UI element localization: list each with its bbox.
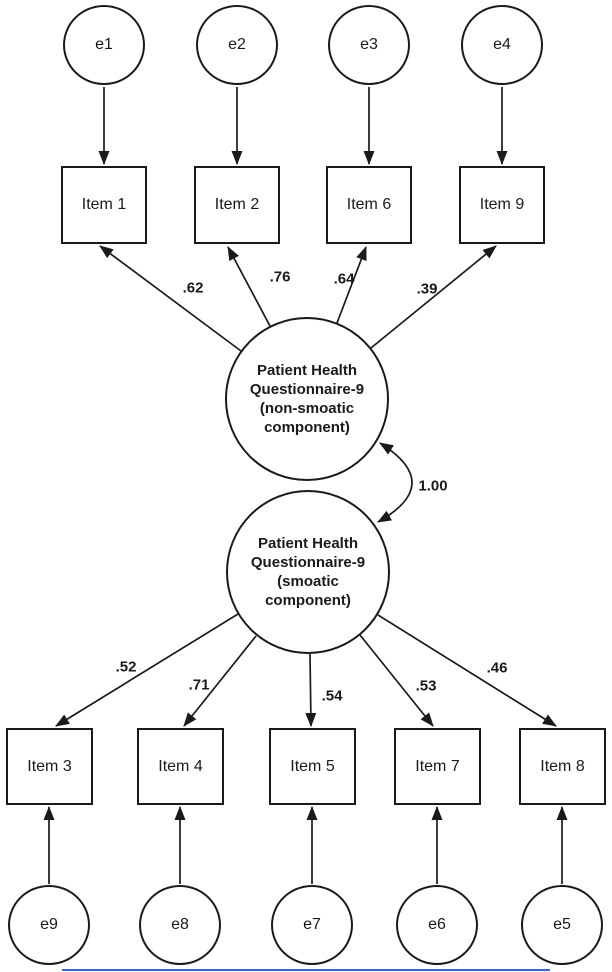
item-box-4: Item 4 bbox=[137, 728, 224, 805]
bottom-accent-rule bbox=[62, 969, 550, 971]
error-label: e5 bbox=[553, 916, 571, 933]
loading-value: .46 bbox=[486, 659, 508, 677]
item-label: Item 7 bbox=[415, 757, 460, 775]
item-box-3: Item 3 bbox=[6, 728, 93, 805]
item-label: Item 9 bbox=[479, 196, 525, 213]
item-label: Item 1 bbox=[81, 196, 127, 213]
error-circle-e8: e8 bbox=[139, 885, 221, 965]
item-box-6: Item 6 bbox=[326, 166, 412, 244]
item-label: Item 2 bbox=[214, 196, 260, 213]
loading-value: .39 bbox=[416, 280, 438, 298]
error-label: e2 bbox=[228, 36, 246, 53]
item-label: Item 6 bbox=[346, 196, 392, 213]
arrow-f1-item1 bbox=[99, 245, 242, 352]
arrow-f1-item6 bbox=[336, 246, 367, 324]
arrow-f2-item7 bbox=[359, 634, 434, 727]
error-circle-e5: e5 bbox=[521, 885, 603, 965]
loading-value: .54 bbox=[321, 687, 343, 705]
item-label: Item 5 bbox=[290, 757, 335, 775]
factor-circle-somatic: Patient Health Questionnaire-9 (smoatic … bbox=[226, 490, 390, 654]
loading-value: .71 bbox=[188, 676, 210, 694]
arrow-f2-item4 bbox=[183, 635, 257, 727]
covariance-arrow bbox=[377, 442, 413, 523]
error-label: e3 bbox=[360, 36, 378, 53]
item-box-8: Item 8 bbox=[519, 728, 606, 805]
error-circle-e9: e9 bbox=[8, 885, 90, 965]
error-label: e8 bbox=[171, 916, 189, 933]
error-label: e1 bbox=[95, 36, 113, 53]
loading-value: .62 bbox=[182, 279, 204, 297]
factor-label-line: Questionnaire-9 bbox=[250, 554, 366, 571]
arrow-f1-item2 bbox=[227, 246, 271, 327]
error-circle-e4: e4 bbox=[461, 5, 543, 85]
factor-label-line: component) bbox=[264, 419, 350, 436]
error-circle-e2: e2 bbox=[196, 5, 278, 85]
factor-label-line: component) bbox=[265, 592, 351, 609]
error-circle-e7: e7 bbox=[271, 885, 353, 965]
item-box-2: Item 2 bbox=[194, 166, 280, 244]
factor-circle-nonsomatic: Patient Health Questionnaire-9 (non-smoa… bbox=[225, 317, 389, 481]
error-label: e4 bbox=[493, 36, 511, 53]
item-label: Item 3 bbox=[27, 757, 72, 775]
factor-label-line: Patient Health bbox=[257, 535, 359, 552]
loading-value: .76 bbox=[269, 268, 291, 286]
error-circle-e6: e6 bbox=[396, 885, 478, 965]
factor-label-line: (non-smoatic bbox=[259, 400, 355, 417]
item-box-1: Item 1 bbox=[61, 166, 147, 244]
item-box-9: Item 9 bbox=[459, 166, 545, 244]
arrow-f2-item3 bbox=[55, 613, 239, 727]
factor-label-line: Patient Health bbox=[256, 362, 358, 379]
factor-label-line: (smoatic bbox=[277, 573, 339, 590]
item-box-7: Item 7 bbox=[394, 728, 481, 805]
loading-value: .52 bbox=[115, 658, 137, 676]
item-label: Item 8 bbox=[540, 757, 585, 775]
error-label: e9 bbox=[40, 916, 58, 933]
loading-value: .53 bbox=[415, 677, 437, 695]
item-box-5: Item 5 bbox=[269, 728, 356, 805]
factor-label-line: Questionnaire-9 bbox=[249, 381, 365, 398]
arrow-f1-item9 bbox=[370, 245, 497, 349]
arrow-f2-item8 bbox=[377, 614, 557, 727]
error-label: e7 bbox=[303, 916, 321, 933]
item-label: Item 4 bbox=[158, 757, 203, 775]
error-circle-e1: e1 bbox=[63, 5, 145, 85]
covariance-value: 1.00 bbox=[418, 477, 448, 495]
loading-value: .64 bbox=[333, 270, 355, 288]
error-label: e6 bbox=[428, 916, 446, 933]
error-circle-e3: e3 bbox=[328, 5, 410, 85]
arrow-f2-item5 bbox=[305, 653, 317, 727]
